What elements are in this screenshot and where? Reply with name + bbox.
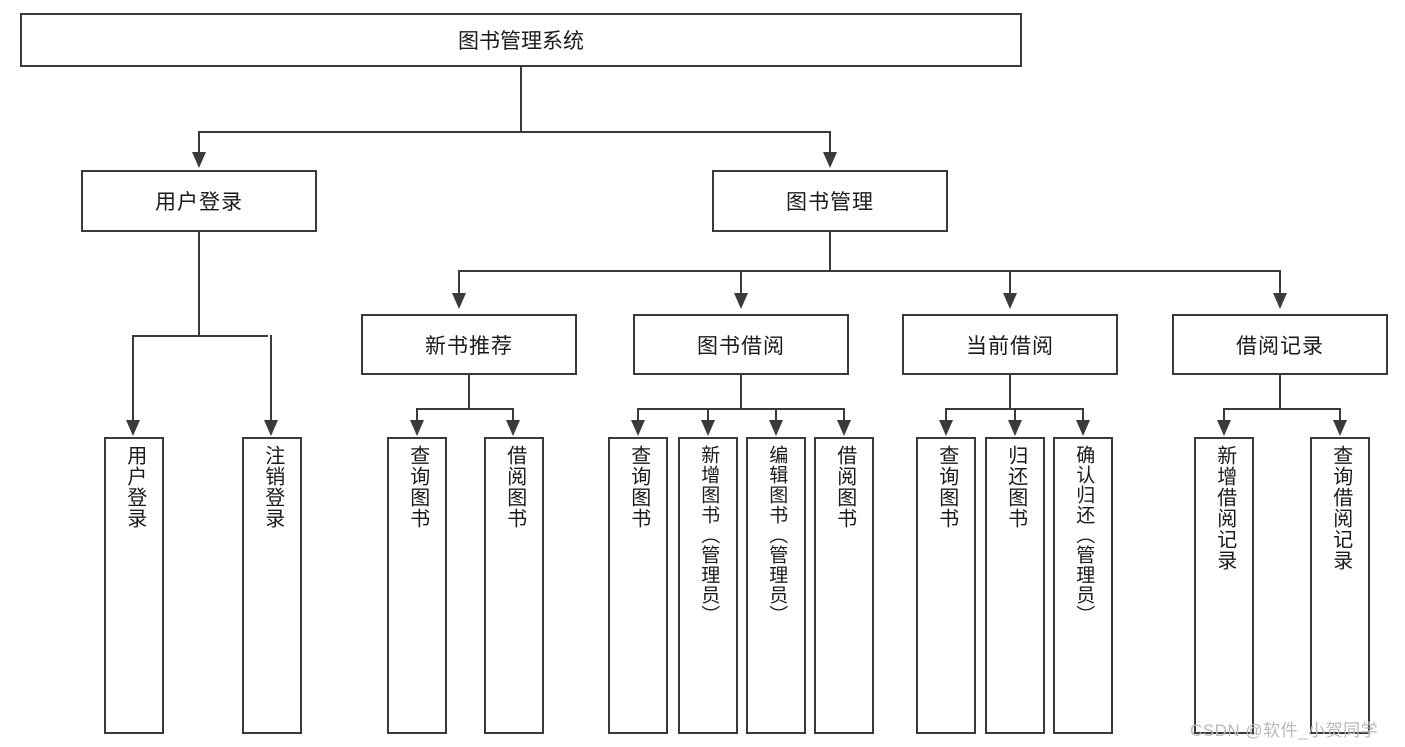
leaf-return-book-label: 归还图书 bbox=[1004, 445, 1027, 529]
node-user-login-label: 用户登录 bbox=[155, 191, 243, 214]
connector-bm-to-borrow-record bbox=[1279, 270, 1281, 294]
leaf-borrow-book-1-label: 借阅图书 bbox=[503, 445, 526, 529]
arrowhead-cb-to-leaf3 bbox=[1076, 420, 1090, 436]
node-current-borrow-label: 当前借阅 bbox=[966, 334, 1054, 358]
connector-cb-stem bbox=[1009, 375, 1011, 408]
node-new-book-recommend-label: 新书推荐 bbox=[425, 334, 513, 358]
arrowhead-bm-to-new-book-rec bbox=[452, 293, 466, 309]
arrowhead-cb-to-leaf2 bbox=[1008, 420, 1022, 436]
arrowhead-bb-to-leaf1 bbox=[631, 420, 645, 436]
connector-br-bar bbox=[1223, 408, 1341, 410]
arrowhead-bb-to-leaf2 bbox=[701, 420, 715, 436]
arrowhead-bb-to-leaf4 bbox=[837, 420, 851, 436]
leaf-query-book-1-label: 查询图书 bbox=[406, 445, 429, 529]
arrowhead-root-to-user-login bbox=[192, 152, 206, 168]
leaf-add-book-admin[interactable]: 新增图书（管理员） bbox=[678, 437, 738, 734]
arrowhead-bb-to-leaf3 bbox=[769, 420, 783, 436]
node-user-login[interactable]: 用户登录 bbox=[81, 170, 317, 232]
leaf-edit-book-admin[interactable]: 编辑图书（管理员） bbox=[746, 437, 806, 734]
leaf-logout[interactable]: 注销登录 bbox=[242, 437, 302, 734]
leaf-query-book-3[interactable]: 查询图书 bbox=[916, 437, 976, 734]
node-current-borrow[interactable]: 当前借阅 bbox=[902, 314, 1118, 375]
connector-root-bar bbox=[198, 131, 830, 133]
leaf-query-book-3-label: 查询图书 bbox=[935, 445, 958, 529]
leaf-user-login[interactable]: 用户登录 bbox=[104, 437, 164, 734]
leaf-confirm-return-admin[interactable]: 确认归还（管理员） bbox=[1053, 437, 1113, 734]
connector-bm-to-new-book-rec bbox=[458, 270, 460, 294]
leaf-query-book-1[interactable]: 查询图书 bbox=[387, 437, 447, 734]
node-book-manage[interactable]: 图书管理 bbox=[712, 170, 948, 232]
connector-root-to-book-manage bbox=[829, 131, 831, 153]
node-book-manage-label: 图书管理 bbox=[786, 191, 874, 214]
node-root-system-label: 图书管理系统 bbox=[458, 30, 584, 53]
connector-bm-to-book-borrow bbox=[740, 270, 742, 294]
csdn-watermark: CSDN @软件_小贺同学 bbox=[1190, 716, 1378, 741]
connector-nbr-bar bbox=[416, 408, 514, 410]
leaf-user-login-label: 用户登录 bbox=[123, 445, 146, 529]
leaf-borrow-book-2[interactable]: 借阅图书 bbox=[814, 437, 874, 734]
arrowhead-bm-to-borrow-record bbox=[1273, 293, 1287, 309]
leaf-add-book-admin-label: 新增图书（管理员） bbox=[698, 445, 720, 625]
arrowhead-root-to-book-manage bbox=[823, 152, 837, 168]
connector-bm-to-current-borrow bbox=[1009, 270, 1011, 294]
connector-book-manage-stem bbox=[829, 232, 831, 270]
csdn-watermark-text: CSDN @软件_小贺同学 bbox=[1190, 721, 1379, 740]
connector-br-to-leaf2 bbox=[1339, 408, 1341, 421]
connector-nbr-stem bbox=[468, 375, 470, 408]
connector-nbr-to-leaf2 bbox=[512, 408, 514, 421]
arrowhead-br-to-leaf1 bbox=[1217, 420, 1231, 436]
node-book-borrow[interactable]: 图书借阅 bbox=[633, 314, 849, 375]
arrowhead-bm-to-book-borrow bbox=[734, 293, 748, 309]
connector-root-stem bbox=[520, 67, 522, 131]
leaf-logout-label: 注销登录 bbox=[261, 445, 284, 529]
arrowhead-user-login-to-leaf2 bbox=[264, 420, 278, 436]
connector-bb-to-leaf4 bbox=[843, 408, 845, 421]
connector-cb-to-leaf2 bbox=[1014, 408, 1016, 421]
node-root-system[interactable]: 图书管理系统 bbox=[20, 13, 1022, 67]
arrowhead-nbr-to-leaf1 bbox=[410, 420, 424, 436]
connector-br-to-leaf1 bbox=[1223, 408, 1225, 421]
arrowhead-nbr-to-leaf2 bbox=[506, 420, 520, 436]
leaf-add-borrow-record[interactable]: 新增借阅记录 bbox=[1194, 437, 1254, 734]
connector-user-login-bar bbox=[132, 335, 268, 337]
connector-cb-to-leaf3 bbox=[1082, 408, 1084, 421]
node-borrow-record-label: 借阅记录 bbox=[1236, 334, 1324, 358]
leaf-edit-book-admin-label: 编辑图书（管理员） bbox=[766, 445, 788, 625]
connector-bb-bar bbox=[637, 408, 844, 410]
connector-user-login-to-leaf1 bbox=[132, 335, 134, 421]
node-borrow-record[interactable]: 借阅记录 bbox=[1172, 314, 1388, 375]
leaf-query-borrow-record-label: 查询借阅记录 bbox=[1329, 445, 1352, 571]
arrowhead-bm-to-current-borrow bbox=[1003, 293, 1017, 309]
leaf-borrow-book-2-label: 借阅图书 bbox=[833, 445, 856, 529]
connector-user-login-to-leaf2 bbox=[270, 335, 272, 421]
leaf-confirm-return-admin-label: 确认归还（管理员） bbox=[1073, 445, 1095, 625]
leaf-borrow-book-1[interactable]: 借阅图书 bbox=[484, 437, 544, 734]
connector-bb-to-leaf3 bbox=[775, 408, 777, 421]
connector-root-to-user-login bbox=[198, 131, 200, 153]
connector-bb-to-leaf1 bbox=[637, 408, 639, 421]
arrowhead-cb-to-leaf1 bbox=[939, 420, 953, 436]
arrowhead-user-login-to-leaf1 bbox=[126, 420, 140, 436]
connector-bb-to-leaf2 bbox=[707, 408, 709, 421]
leaf-query-book-2-label: 查询图书 bbox=[627, 445, 650, 529]
arrowhead-br-to-leaf2 bbox=[1333, 420, 1347, 436]
connector-book-manage-bar bbox=[458, 270, 1281, 272]
connector-br-stem bbox=[1279, 375, 1281, 408]
connector-cb-to-leaf1 bbox=[945, 408, 947, 421]
connector-bb-stem bbox=[740, 375, 742, 408]
leaf-query-borrow-record[interactable]: 查询借阅记录 bbox=[1310, 437, 1370, 734]
node-book-borrow-label: 图书借阅 bbox=[697, 334, 785, 358]
leaf-add-borrow-record-label: 新增借阅记录 bbox=[1213, 445, 1236, 571]
node-new-book-recommend[interactable]: 新书推荐 bbox=[361, 314, 577, 375]
connector-user-login-stem bbox=[198, 232, 200, 335]
leaf-return-book[interactable]: 归还图书 bbox=[985, 437, 1045, 734]
connector-nbr-to-leaf1 bbox=[416, 408, 418, 421]
leaf-query-book-2[interactable]: 查询图书 bbox=[608, 437, 668, 734]
